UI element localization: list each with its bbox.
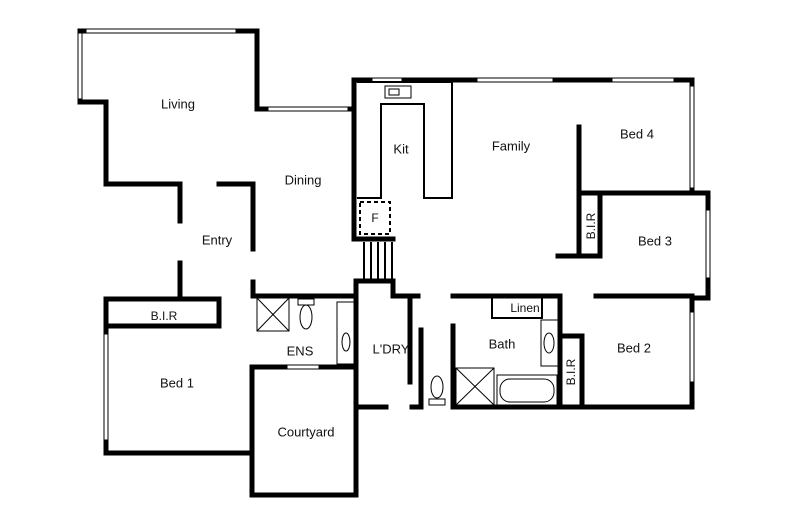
room-label-bir-bed2: B.I.R: [564, 358, 578, 386]
courtyard-walls: [249, 364, 359, 498]
room-label-bed3: Bed 3: [638, 233, 672, 249]
room-label-courtyard: Courtyard: [277, 424, 335, 440]
bed2-walls: [557, 333, 585, 410]
steps: [363, 242, 393, 281]
bath-walls: [428, 293, 563, 410]
room-label-living: Living: [161, 96, 195, 112]
room-label-dining: Dining: [284, 172, 322, 188]
room-label-kit: Kit: [393, 141, 409, 157]
room-label-bed2: Bed 2: [617, 340, 651, 356]
room-label-ens: ENS: [286, 343, 314, 359]
living-dining-walls: [77, 28, 357, 302]
room-label-linen: Linen: [510, 301, 540, 315]
room-label-bed1: Bed 1: [160, 375, 194, 391]
room-label-ldry: L'DRY: [372, 341, 410, 357]
room-label-bir-bed3: B.I.R: [584, 212, 598, 240]
kitchen-family-walls: [351, 77, 711, 410]
bed4-bed3-walls: [555, 124, 695, 299]
room-label-family: Family: [491, 138, 531, 154]
room-label-bed4: Bed 4: [620, 126, 654, 142]
laundry-walls: [353, 278, 424, 410]
room-label-bir-bed1: B.I.R: [150, 309, 178, 323]
kitchen-benches: [357, 81, 453, 235]
room-label-bath: Bath: [488, 336, 516, 352]
fridge-label: F: [371, 211, 379, 225]
room-label-entry: Entry: [201, 232, 233, 248]
